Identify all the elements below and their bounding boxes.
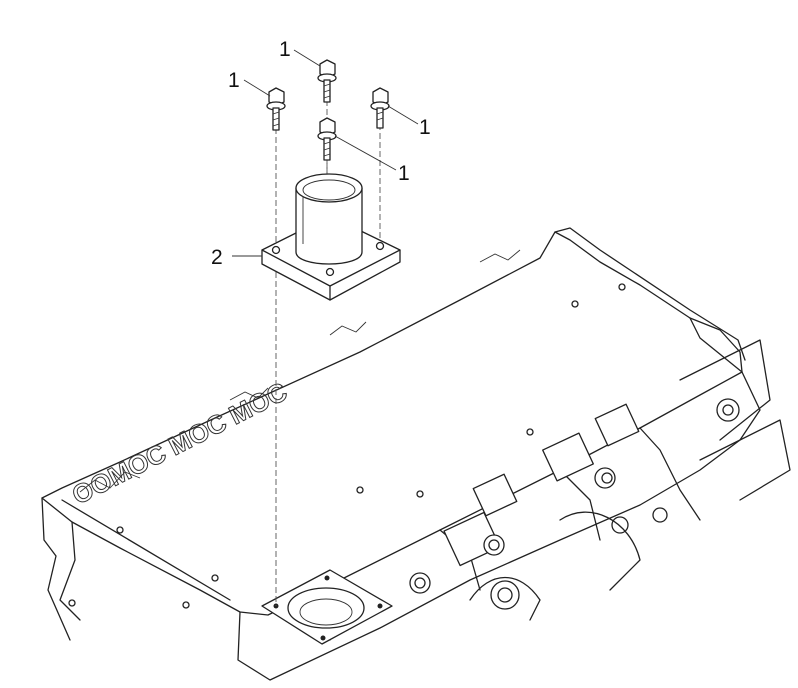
bolt-left xyxy=(266,87,286,131)
bolt-right xyxy=(370,87,390,129)
callout-bolt-top: 1 xyxy=(279,38,291,61)
bolt-center xyxy=(317,117,337,161)
leader-lines xyxy=(232,49,419,257)
callout-bolt-right: 1 xyxy=(419,116,431,139)
thermostat-housing xyxy=(261,173,401,301)
thermostat-mounting-face xyxy=(261,569,393,645)
callout-bolt-left: 1 xyxy=(228,69,240,92)
callout-housing: 2 xyxy=(211,246,223,269)
cylinder-head: OOMOC MOC MOC xyxy=(41,227,791,681)
injector-bosses xyxy=(409,398,740,610)
callout-bolt-center: 1 xyxy=(398,162,410,185)
bolt-top xyxy=(317,59,337,103)
